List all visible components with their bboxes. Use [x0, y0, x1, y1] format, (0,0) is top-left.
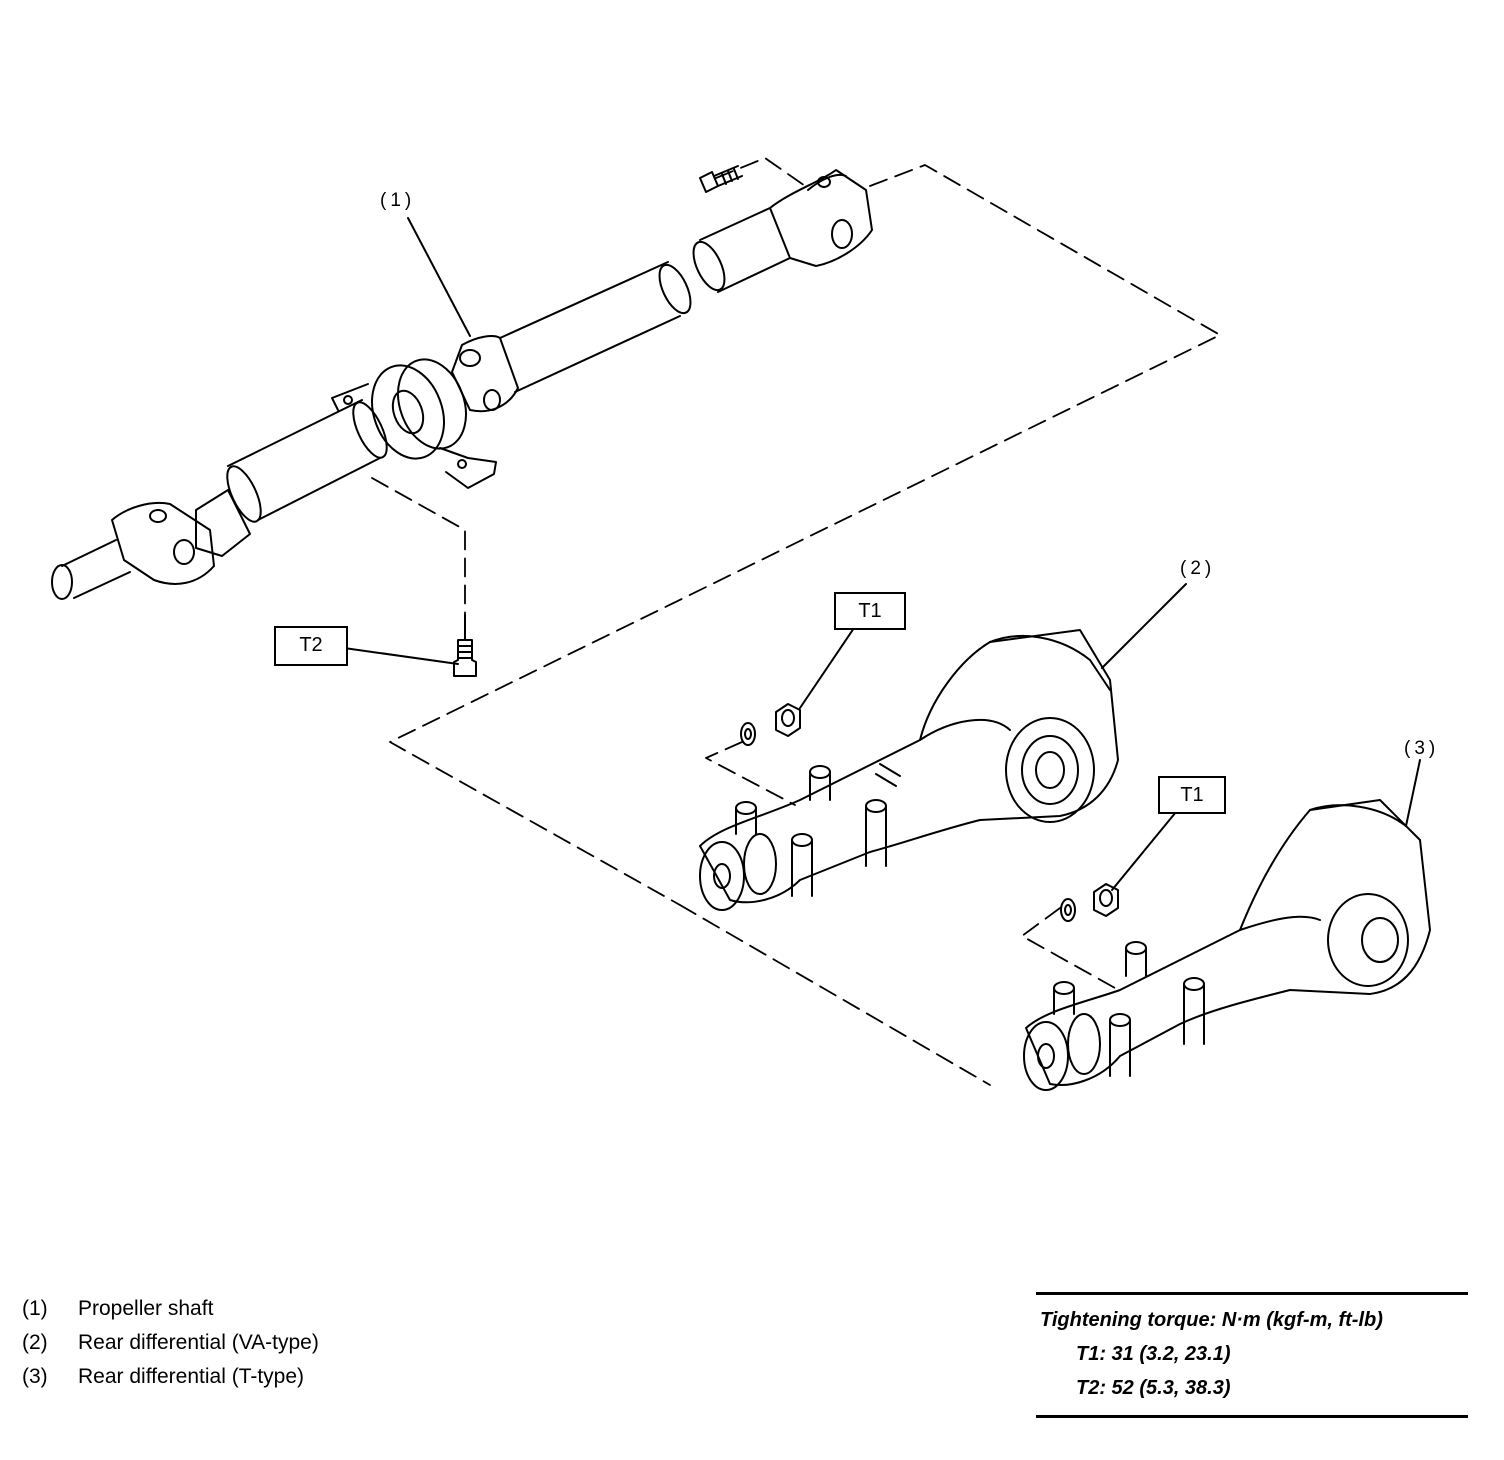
leader-callout-1	[407, 217, 471, 337]
center-bearing-bolt	[453, 614, 477, 677]
rear-differential-va-type	[699, 629, 1119, 911]
torque-box-t1-bottom: T1	[1158, 776, 1226, 814]
torque-box-t2: T2	[274, 626, 348, 666]
legend-label: Rear differential (VA-type)	[78, 1331, 319, 1354]
torque-value-t2: T2: 52 (5.3, 38.3)	[1076, 1377, 1231, 1399]
legend-number: (1)	[22, 1297, 48, 1320]
callout-2: (2)	[1180, 558, 1216, 579]
legend-item: (3) Rear differential (T-type)	[22, 1360, 319, 1394]
propeller-shaft	[51, 165, 873, 600]
leader-callout-3	[1405, 759, 1421, 827]
yoke-bolt	[699, 165, 743, 193]
mounting-posts-3	[1053, 941, 1205, 1077]
leader-callout-2	[1101, 583, 1187, 669]
leader-t2	[343, 647, 459, 665]
center-bearing	[331, 358, 497, 489]
leader-t1-top	[799, 627, 855, 709]
nut-and-washer-3	[1060, 883, 1119, 922]
torque-value-t1: T1: 31 (3.2, 23.1)	[1076, 1343, 1231, 1365]
nut-and-washer-2	[740, 703, 801, 746]
leader-t1-bottom	[1111, 811, 1177, 891]
legend-label: Rear differential (T-type)	[78, 1365, 305, 1388]
torque-box-t1-top: T1	[834, 592, 906, 630]
rear-differential-t-type	[1023, 799, 1431, 1091]
legend-label: Propeller shaft	[78, 1297, 214, 1320]
parts-legend: (1) Propeller shaft (2) Rear differential …	[22, 1292, 319, 1394]
assembly-dashed-lines	[371, 157, 1221, 1086]
callout-3: (3)	[1404, 738, 1440, 759]
legend-number: (2)	[22, 1331, 48, 1354]
callout-1: (1)	[380, 190, 416, 211]
legend-item: (2) Rear differential (VA-type)	[22, 1326, 319, 1360]
mounting-posts-2	[735, 765, 887, 897]
legend-item: (1) Propeller shaft	[22, 1292, 319, 1326]
torque-table-heading: Tightening torque: N·m (kgf-m, ft-lb)	[1040, 1309, 1383, 1331]
legend-number: (3)	[22, 1365, 48, 1388]
tightening-torque-table: Tightening torque: N·m (kgf-m, ft-lb) T1…	[1036, 1292, 1468, 1418]
